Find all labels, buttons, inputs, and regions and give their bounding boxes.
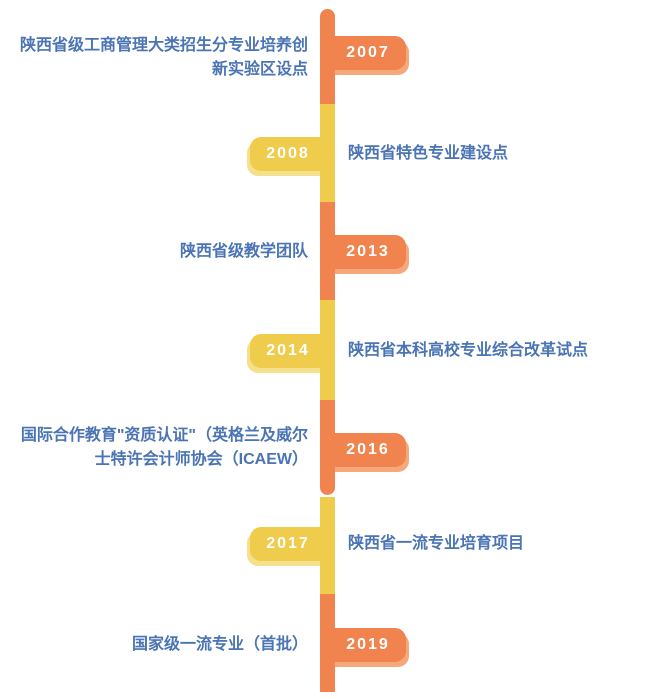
timeline-bar-segment-4 (320, 300, 335, 400)
timeline-bar-segment-3 (320, 202, 335, 300)
milestone-label-2013: 陕西省级教学团队 (179, 243, 308, 260)
milestone-label-2014: 陕西省本科高校专业综合改革试点 (348, 342, 589, 359)
timeline-bar-segment-2 (320, 104, 335, 202)
year-label: 2007 (346, 44, 390, 61)
milestone-label-2007: 陕西省级工商管理大类招生分专业培养创新实验区设点 (19, 37, 308, 78)
year-badge-2014: 2014 (250, 334, 326, 368)
milestone-label-2016: 国际合作教育"资质认证"（英格兰及威尔士特许会计师协会（ICAEW） (20, 427, 308, 468)
timeline-bar-segment-6 (320, 497, 335, 594)
year-badge-2017: 2017 (250, 527, 326, 561)
timeline-bar-segment-1 (320, 9, 335, 104)
year-label: 2019 (346, 636, 390, 653)
timeline-bar-segment-5 (320, 400, 335, 495)
milestone-label-2019: 国家级一流专业（首批） (131, 636, 308, 653)
year-label: 2017 (266, 535, 310, 552)
year-label: 2013 (346, 243, 390, 260)
year-label: 2016 (346, 441, 390, 458)
year-badge-2008: 2008 (250, 137, 326, 171)
milestone-label-2008: 陕西省特色专业建设点 (348, 145, 509, 162)
year-badge-2019: 2019 (330, 628, 406, 662)
year-badge-2016: 2016 (330, 433, 406, 467)
year-badge-2013: 2013 (330, 235, 406, 269)
milestone-label-2017: 陕西省一流专业培育项目 (348, 535, 525, 552)
timeline-bar-segment-7 (320, 594, 335, 692)
year-label: 2014 (266, 342, 310, 359)
year-badge-2007: 2007 (330, 36, 406, 70)
year-label: 2008 (266, 145, 310, 162)
